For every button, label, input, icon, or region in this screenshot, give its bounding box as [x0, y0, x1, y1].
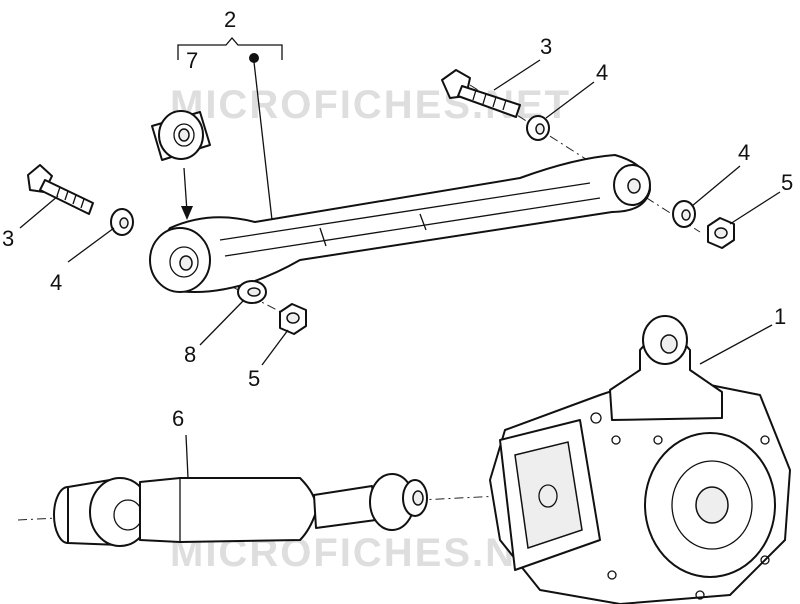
washer-right-top-part-4 [526, 115, 550, 141]
callout-4-left: 4 [50, 270, 62, 295]
callout-6: 6 [172, 406, 184, 431]
leader-4-right [691, 165, 741, 207]
callout-8: 8 [184, 342, 196, 367]
callout-4-right: 4 [738, 140, 750, 165]
control-arm [149, 154, 651, 293]
leader-1 [699, 324, 773, 365]
leader-5-lower [261, 329, 289, 366]
leader-4-right-top [545, 81, 595, 119]
nut-lower-part-5 [279, 303, 307, 335]
leader-3-right [493, 59, 541, 91]
callout-1: 1 [774, 304, 786, 329]
callout-5-lower: 5 [248, 366, 260, 391]
leader-5-right [729, 191, 781, 225]
callout-3-right: 3 [540, 34, 552, 59]
assembly-bracket-part-2 [177, 37, 283, 221]
callout-2: 2 [224, 7, 236, 32]
leader-8 [199, 299, 245, 346]
callout-4-right-top: 4 [596, 60, 608, 85]
washer-part-8 [237, 280, 267, 304]
bolt-right-part-3 [441, 69, 521, 118]
nut-right-part-5 [707, 217, 735, 249]
washer-left-part-4 [110, 208, 134, 236]
bushing-part-7 [151, 110, 211, 220]
washer-right-part-4 [672, 200, 696, 228]
gearbox-part-1 [489, 315, 791, 604]
bolt-left-part-3 [27, 164, 94, 215]
drive-shaft-part-6 [53, 473, 428, 547]
callout-5-right: 5 [781, 170, 793, 195]
leader-4-left [67, 227, 115, 263]
leader-6 [185, 434, 189, 479]
leader-3-left [19, 195, 59, 229]
callout-7: 7 [186, 48, 198, 73]
callout-3-left: 3 [2, 226, 14, 251]
